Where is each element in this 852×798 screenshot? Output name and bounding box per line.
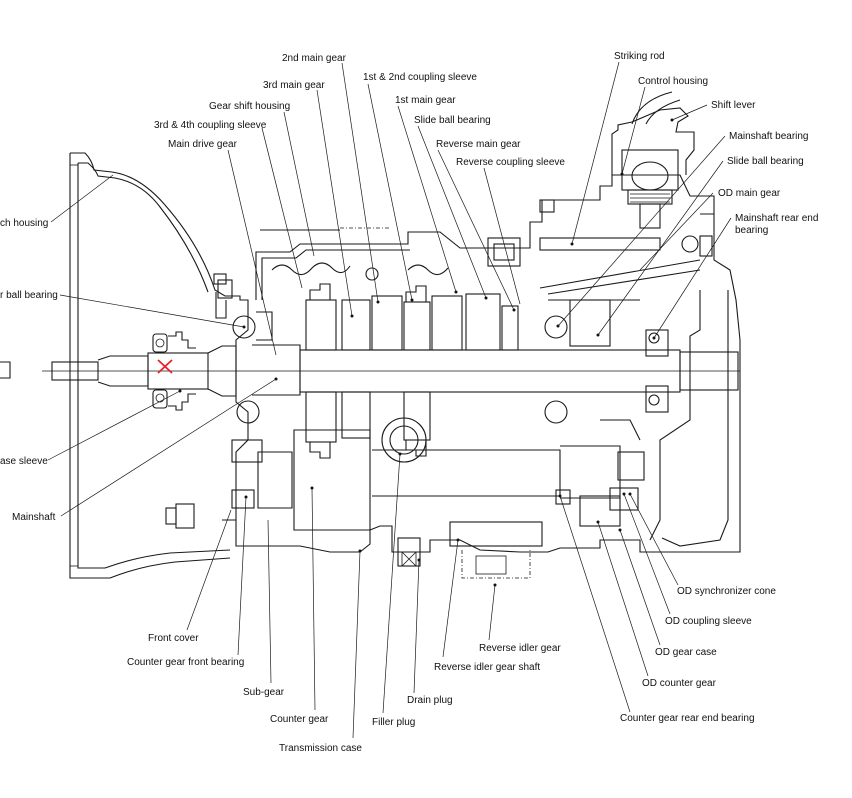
label-drain-plug: Drain plug [407, 695, 453, 706]
mainshaft-drawing [299, 283, 739, 459]
label-1st-2nd-coupling-sleeve: 1st & 2nd coupling sleeve [363, 72, 477, 83]
label-front-cover: Front cover [148, 633, 199, 644]
label-gear-shift-housing: Gear shift housing [209, 101, 290, 112]
input-shaft-drawing [0, 331, 740, 411]
label-reverse-idler-gear: Reverse idler gear [479, 643, 561, 654]
label-clutch-housing: ch housing [0, 218, 48, 229]
plugs-drawing [358, 537, 421, 567]
label-od-main-gear: OD main gear [718, 188, 781, 199]
label-striking-rod: Striking rod [614, 51, 665, 62]
label-3rd-main-gear: 3rd main gear [263, 80, 325, 91]
label-counter-gear-rear-end-bearing: Counter gear rear end bearing [620, 713, 755, 724]
clutch-housing-drawing [69, 152, 240, 579]
label-mainshaft-rear-end-bearing-line2: bearing [735, 225, 768, 236]
label-mainshaft-left: Mainshaft [12, 512, 56, 523]
label-transmission-case: Transmission case [279, 743, 362, 754]
label-filler-plug: Filler plug [372, 717, 415, 728]
label-1st-main-gear: 1st main gear [395, 95, 456, 106]
red-x-marker [157, 359, 173, 374]
label-od-counter-gear: OD counter gear [642, 678, 717, 689]
countershaft-drawing [257, 417, 645, 532]
label-mainshaft-rear-end-bearing-line1: Mainshaft rear end [735, 213, 818, 224]
label-reverse-coupling-sleeve: Reverse coupling sleeve [456, 157, 565, 168]
transmission-case-drawing [235, 174, 741, 553]
part-labels: ch housing r ball bearing ase sleeve Mai… [0, 51, 818, 754]
label-2nd-main-gear: 2nd main gear [282, 53, 347, 64]
shift-tower-drawing [539, 91, 713, 295]
label-main-drive-gear: Main drive gear [168, 139, 238, 150]
label-control-housing: Control housing [638, 76, 708, 87]
label-reverse-idler-gear-shaft: Reverse idler gear shaft [434, 662, 540, 673]
label-od-coupling-sleeve: OD coupling sleeve [665, 616, 752, 627]
label-slide-ball-bearing-1: Slide ball bearing [414, 115, 491, 126]
label-od-gear-case: OD gear case [655, 647, 717, 658]
label-3rd-4th-coupling-sleeve: 3rd & 4th coupling sleeve [154, 120, 267, 131]
label-counter-gear: Counter gear [270, 714, 329, 725]
label-mainshaft-bearing: Mainshaft bearing [729, 131, 809, 142]
leader-lines [47, 61, 732, 739]
label-reverse-main-gear: Reverse main gear [436, 139, 521, 150]
label-slide-ball-bearing-2: Slide ball bearing [727, 156, 804, 167]
label-pilot-ball-bearing: r ball bearing [0, 290, 58, 301]
label-shift-lever: Shift lever [711, 100, 756, 111]
label-sub-gear: Sub-gear [243, 687, 285, 698]
reverse-idler-drawing [449, 521, 543, 587]
label-od-synchronizer-cone: OD synchronizer cone [677, 586, 776, 597]
label-release-sleeve: ase sleeve [0, 456, 48, 467]
label-counter-gear-front-bearing: Counter gear front bearing [127, 657, 244, 668]
front-cover-drawing [165, 273, 301, 529]
